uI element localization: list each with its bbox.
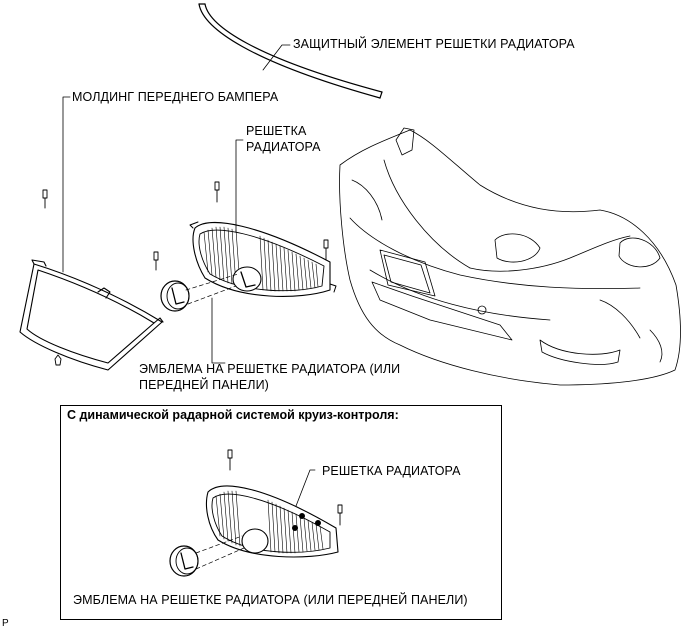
- label-radiator-grille: РЕШЕТКА РАДИАТОРА: [246, 124, 321, 154]
- bumper-molding: [19, 259, 164, 371]
- leader-lines: [62, 44, 316, 507]
- label-protective-element: ЗАЩИТНЫЙ ЭЛЕМЕНТ РЕШЕТКИ РАДИАТОРА: [293, 37, 575, 51]
- grille-emblem: [160, 273, 239, 312]
- inset-title: С динамической радарной системой круиз-к…: [67, 408, 399, 422]
- label-inset-grille-emblem: ЭМБЛЕМА НА РЕШЕТКЕ РАДИАТОРА (ИЛИ ПЕРЕДН…: [73, 593, 468, 607]
- inset-grille-emblem: [169, 535, 245, 577]
- grille-bolts: [214, 181, 329, 261]
- reference-code: P: [2, 618, 9, 629]
- radiator-grille: [189, 221, 337, 297]
- car-front-bumper: [339, 127, 681, 386]
- label-grille-emblem: ЭМБЛЕМА НА РЕШЕТКЕ РАДИАТОРА (ИЛИ ПЕРЕДН…: [139, 362, 401, 392]
- radar-cruise-inset: [60, 405, 502, 620]
- grille-protective-strip: [198, 3, 383, 99]
- label-bumper-molding: МОЛДИНГ ПЕРЕДНЕГО БАМПЕРА: [72, 90, 279, 104]
- label-inset-radiator-grille: РЕШЕТКА РАДИАТОРА: [322, 464, 461, 478]
- molding-clips: [42, 189, 159, 366]
